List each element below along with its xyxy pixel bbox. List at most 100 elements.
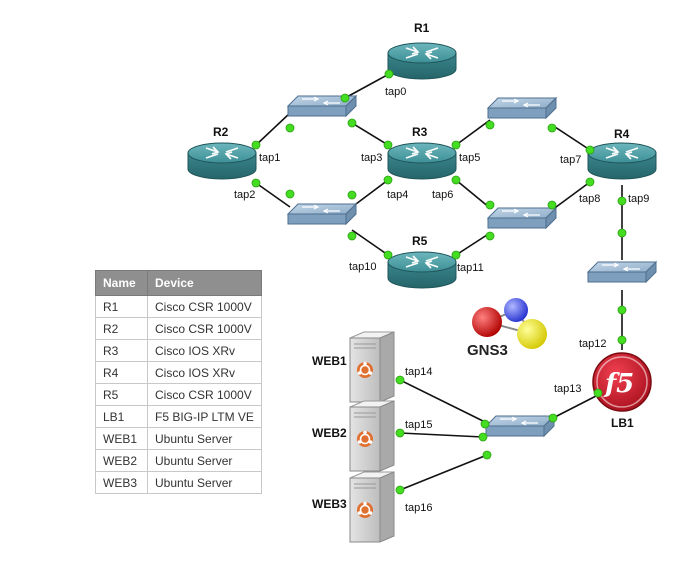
table-cell-name: R3: [95, 339, 148, 362]
router-r4-icon[interactable]: [587, 142, 657, 180]
lb1-f5-node[interactable]: f5: [592, 352, 652, 412]
link-endpoint-dot: [451, 140, 461, 150]
node-labels: R1 R2 R3 R4 R5 LB1 WEB1 WEB2 WEB3: [213, 21, 634, 511]
table-cell-name: R2: [95, 317, 148, 340]
link-endpoint-dot: [347, 190, 357, 200]
node-label-r5: R5: [412, 234, 428, 248]
link-endpoint-dot: [485, 231, 495, 241]
tap-label-tap14: tap14: [405, 366, 433, 378]
node-label-web3: WEB3: [312, 497, 347, 511]
gns3-ball-yellow-icon: [517, 319, 547, 349]
switch-sw5-icon[interactable]: [586, 260, 658, 284]
link-r2-sw1: [255, 112, 291, 146]
link-endpoint-dot: [593, 388, 603, 398]
node-label-web2: WEB2: [312, 426, 347, 440]
link-endpoint-dot: [384, 69, 394, 79]
switch-sw1-icon[interactable]: [286, 94, 358, 118]
link-web2-sw6: [399, 432, 484, 438]
link-endpoint-dot: [485, 120, 495, 130]
table-cell-name: R1: [95, 295, 148, 318]
link-endpoint-dot: [395, 428, 405, 438]
link-endpoint-dot: [395, 375, 405, 385]
link-endpoint-dot: [478, 432, 488, 442]
link-endpoint-dot: [285, 123, 295, 133]
link-lb1-sw6: [552, 394, 599, 419]
table-cell-device: Ubuntu Server: [147, 427, 262, 450]
router-r5-icon[interactable]: [387, 251, 457, 289]
link-endpoint-dot: [585, 177, 595, 187]
switch-sw6-icon[interactable]: [484, 414, 556, 438]
router-r2-icon[interactable]: [187, 142, 257, 180]
link-endpoint-dot: [547, 200, 557, 210]
link-r3-sw2: [455, 119, 491, 146]
link-sw1-r3: [351, 122, 389, 146]
link-endpoint-dot: [548, 413, 558, 423]
switch-sw4-icon[interactable]: [486, 206, 558, 230]
link-endpoint-dot: [395, 485, 405, 495]
node-label-r1: R1: [414, 21, 430, 35]
link-endpoint-dot: [347, 118, 357, 128]
link-endpoint-dot: [617, 335, 627, 345]
tap-labels: tap0 tap1 tap2 tap3 tap4 tap5 tap6 tap7 …: [234, 86, 649, 514]
switches: [286, 94, 658, 438]
table-cell-device: Cisco CSR 1000V: [147, 383, 262, 406]
table-cell-device: F5 BIG-IP LTM VE: [147, 405, 262, 428]
link-endpoint-dot: [617, 228, 627, 238]
servers: [349, 331, 395, 543]
table-cell-device: Ubuntu Server: [147, 449, 262, 472]
node-label-r4: R4: [614, 127, 630, 141]
f5-logo-icon: [592, 352, 652, 412]
link-endpoint-dot: [480, 419, 490, 429]
table-cell-name: R4: [95, 361, 148, 384]
device-table-header-name: Name: [95, 270, 148, 296]
tap-label-tap15: tap15: [405, 419, 433, 431]
switch-sw2-icon[interactable]: [486, 96, 558, 120]
link-endpoint-dot: [617, 305, 627, 315]
link-web3-sw6: [399, 454, 488, 491]
link-web1-sw6: [399, 379, 486, 423]
link-r2-sw3: [255, 182, 291, 208]
tap-label-tap8: tap8: [579, 193, 600, 205]
link-endpoint-dot: [617, 196, 627, 206]
tap-label-tap3: tap3: [361, 152, 382, 164]
link-r3-sw3: [351, 179, 389, 208]
link-sw4-r5: [455, 232, 491, 256]
link-endpoint-dot: [547, 123, 557, 133]
ubuntu-logo-icon: [357, 362, 373, 378]
tap-label-tap12: tap12: [579, 338, 607, 350]
node-label-r3: R3: [412, 125, 428, 139]
router-r1-icon[interactable]: [387, 42, 457, 80]
node-label-web1: WEB1: [312, 354, 347, 368]
switch-sw3-icon[interactable]: [286, 202, 358, 226]
link-endpoint-dot: [340, 93, 350, 103]
server-web3-icon[interactable]: [349, 471, 395, 543]
tap-label-tap2: tap2: [234, 189, 255, 201]
link-endpoint-dot: [347, 231, 357, 241]
table-cell-name: WEB3: [95, 471, 148, 494]
server-web2-icon[interactable]: [349, 400, 395, 472]
table-cell-device: Cisco IOS XRv: [147, 339, 262, 362]
device-table-header-row: Name Device: [95, 270, 262, 296]
table-cell-name: R5: [95, 383, 148, 406]
link-endpoint-dot: [383, 140, 393, 150]
table-cell-device: Ubuntu Server: [147, 471, 262, 494]
link-endpoint-dot: [383, 175, 393, 185]
server-web1-icon[interactable]: [349, 331, 395, 403]
link-sw3-r5: [351, 229, 389, 256]
link-endpoint-dot: [383, 250, 393, 260]
tap-label-tap11: tap11: [457, 262, 484, 274]
ubuntu-logo-icon: [357, 502, 373, 518]
link-r3-sw4: [455, 179, 491, 209]
ubuntu-logo-icon: [357, 431, 373, 447]
tap-label-tap1: tap1: [259, 152, 280, 164]
router-r3-icon[interactable]: [387, 142, 457, 180]
